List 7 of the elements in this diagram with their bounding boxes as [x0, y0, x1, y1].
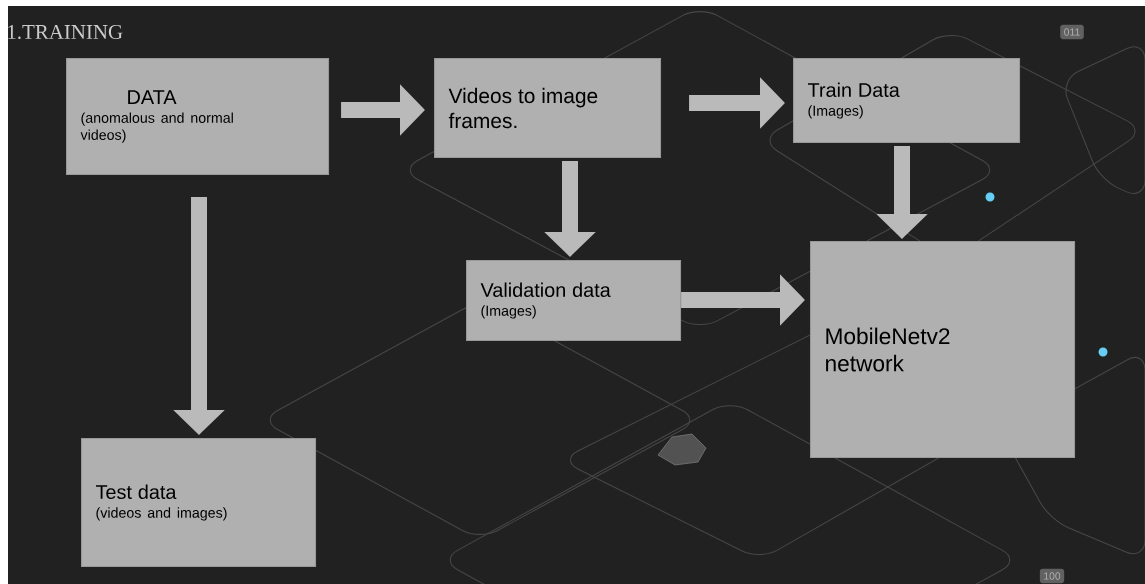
process-box: MobileNetv2 network — [810, 241, 1076, 459]
title: 1.TRAINING — [8, 24, 123, 40]
process-box: Test data (videos and images) — [81, 438, 317, 568]
process-box: Train Data (Images) — [793, 58, 1021, 144]
process-box: Videos to image frames. — [434, 58, 662, 159]
process-box: DATA (anomalous and normal videos) — [66, 58, 330, 176]
process-box: Validation data (Images) — [466, 260, 682, 342]
